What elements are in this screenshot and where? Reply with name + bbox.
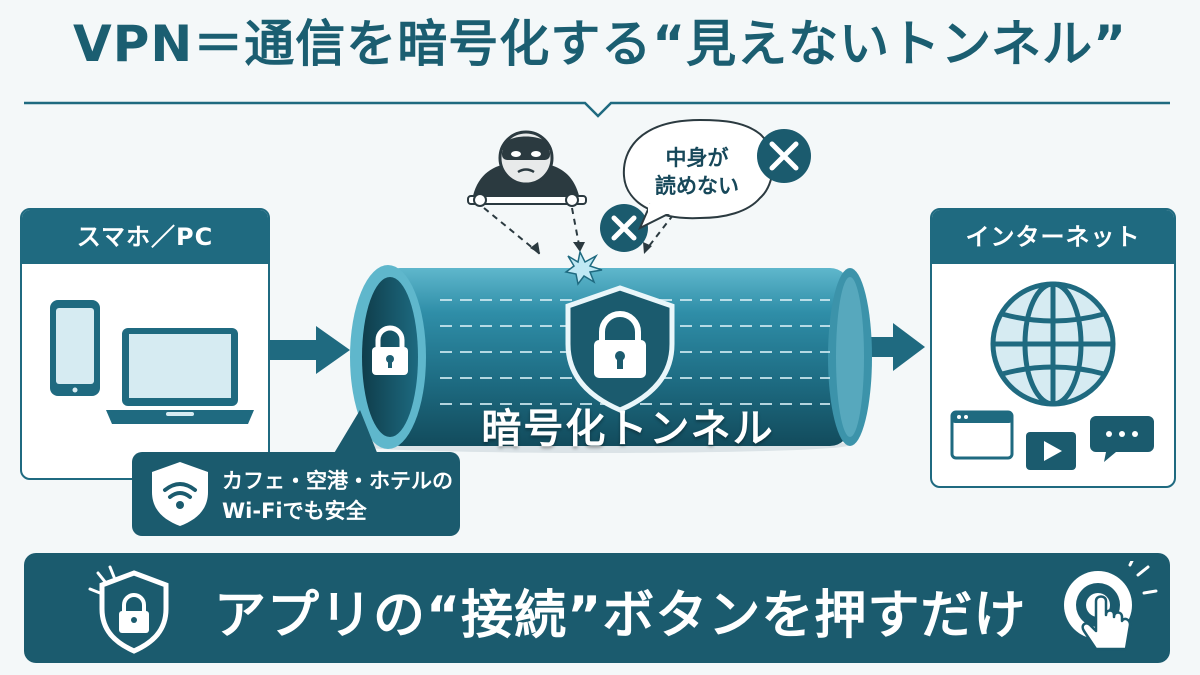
wifi-callout-text: カフェ・空港・ホテルの Wi-Fiでも安全 <box>222 466 453 526</box>
padlock-icon <box>372 325 408 375</box>
tunnel-label: 暗号化トンネル <box>481 406 775 452</box>
device-panel: スマホ／PC <box>20 208 270 480</box>
laptop-icon <box>106 328 254 424</box>
blocked-x-icon <box>600 204 648 252</box>
globe-icon <box>990 281 1116 407</box>
smartphone-icon <box>50 300 100 396</box>
shield-lock-icon <box>88 565 169 654</box>
wifi-shield-icon <box>152 462 208 526</box>
device-panel-label: スマホ／PC <box>22 210 268 264</box>
page-title: VPN＝通信を暗号化する“見えないトンネル” <box>73 15 1127 73</box>
callout-pointer <box>330 410 380 460</box>
impact-spark-icon <box>564 249 603 286</box>
bubble-text: 中身が 読めない <box>640 144 754 200</box>
internet-illustration <box>950 281 1154 470</box>
internet-panel-label: インターネット <box>932 210 1174 264</box>
wifi-line-1: カフェ・空港・ホテルの <box>222 469 453 493</box>
play-video-icon <box>1026 432 1076 470</box>
internet-panel: インターネット <box>930 208 1176 488</box>
chat-bubble-icon <box>1090 416 1154 462</box>
speech-bubble <box>622 118 774 231</box>
hacker-icon <box>467 130 587 207</box>
tap-button-icon <box>1064 561 1158 651</box>
wifi-callout: カフェ・空港・ホテルの Wi-Fiでも安全 <box>132 452 460 536</box>
title-underline <box>24 101 1170 118</box>
bottom-banner: アプリの“接続”ボタンを押すだけ <box>24 553 1170 663</box>
blocked-x-icon <box>757 129 811 183</box>
arrow-left <box>268 326 350 374</box>
shield-lock-icon <box>565 285 675 413</box>
banner-text: アプリの“接続”ボタンを押すだけ <box>214 586 1027 646</box>
bubble-line-2: 読めない <box>655 174 739 198</box>
bubble-line-1: 中身が <box>665 146 729 170</box>
wifi-line-2: Wi-Fiでも安全 <box>222 499 367 523</box>
browser-window-icon <box>950 410 1014 460</box>
device-illustration <box>50 300 254 424</box>
